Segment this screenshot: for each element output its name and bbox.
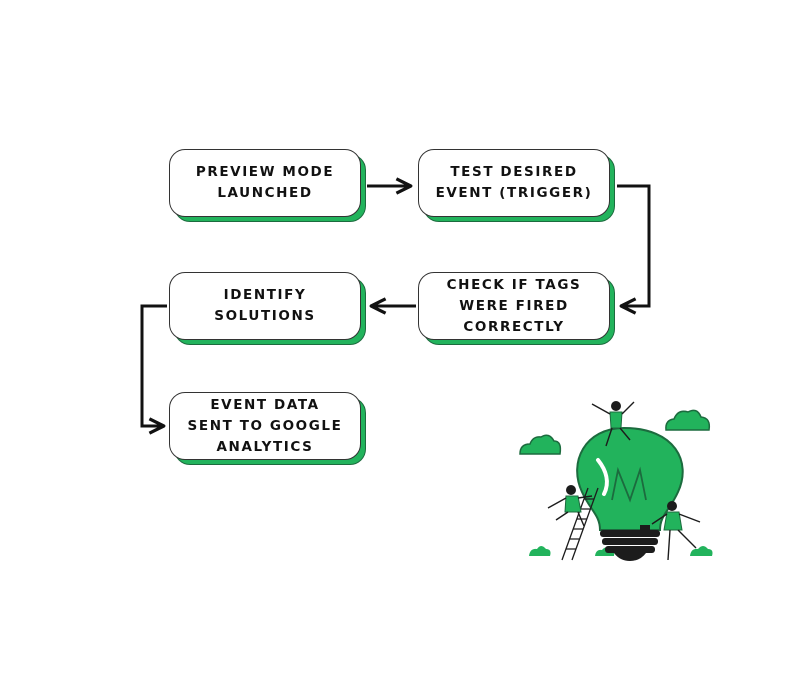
step-box: TEST DESIRED EVENT (TRIGGER) [418, 149, 610, 217]
cloud-icon [519, 434, 562, 455]
step-box: PREVIEW MODE LAUNCHED [169, 149, 361, 217]
step-event-data-sent: EVENT DATA SENT TO GOOGLE ANALYTICS [169, 392, 366, 465]
step-label: TEST DESIRED EVENT (TRIGGER) [435, 164, 593, 201]
person-icon [547, 485, 593, 527]
arrow-identify-to-event [140, 304, 167, 435]
step-box: CHECK IF TAGS WERE FIRED CORRECTLY [418, 272, 610, 340]
person-icon [640, 501, 701, 561]
step-test-desired-event: TEST DESIRED EVENT (TRIGGER) [418, 149, 615, 222]
step-check-tags-fired: CHECK IF TAGS WERE FIRED CORRECTLY [418, 272, 615, 345]
arrow-test-to-check [617, 184, 651, 315]
step-box: IDENTIFY SOLUTIONS [169, 272, 361, 340]
person-icon [591, 401, 635, 447]
step-box: EVENT DATA SENT TO GOOGLE ANALYTICS [169, 392, 361, 460]
ladder-icon [561, 487, 599, 561]
step-identify-solutions: IDENTIFY SOLUTIONS [169, 272, 366, 345]
bush-icon [690, 546, 713, 556]
lightbulb-icon [576, 426, 684, 561]
cloud-icon [665, 409, 711, 431]
step-label: EVENT DATA SENT TO GOOGLE ANALYTICS [187, 396, 343, 455]
step-label: IDENTIFY SOLUTIONS [214, 287, 316, 324]
step-preview-mode-launched: PREVIEW MODE LAUNCHED [169, 149, 366, 222]
bush-icon [529, 546, 551, 556]
step-label: PREVIEW MODE LAUNCHED [195, 164, 335, 201]
step-label: CHECK IF TAGS WERE FIRED CORRECTLY [446, 276, 582, 335]
bush-icon [595, 547, 615, 556]
